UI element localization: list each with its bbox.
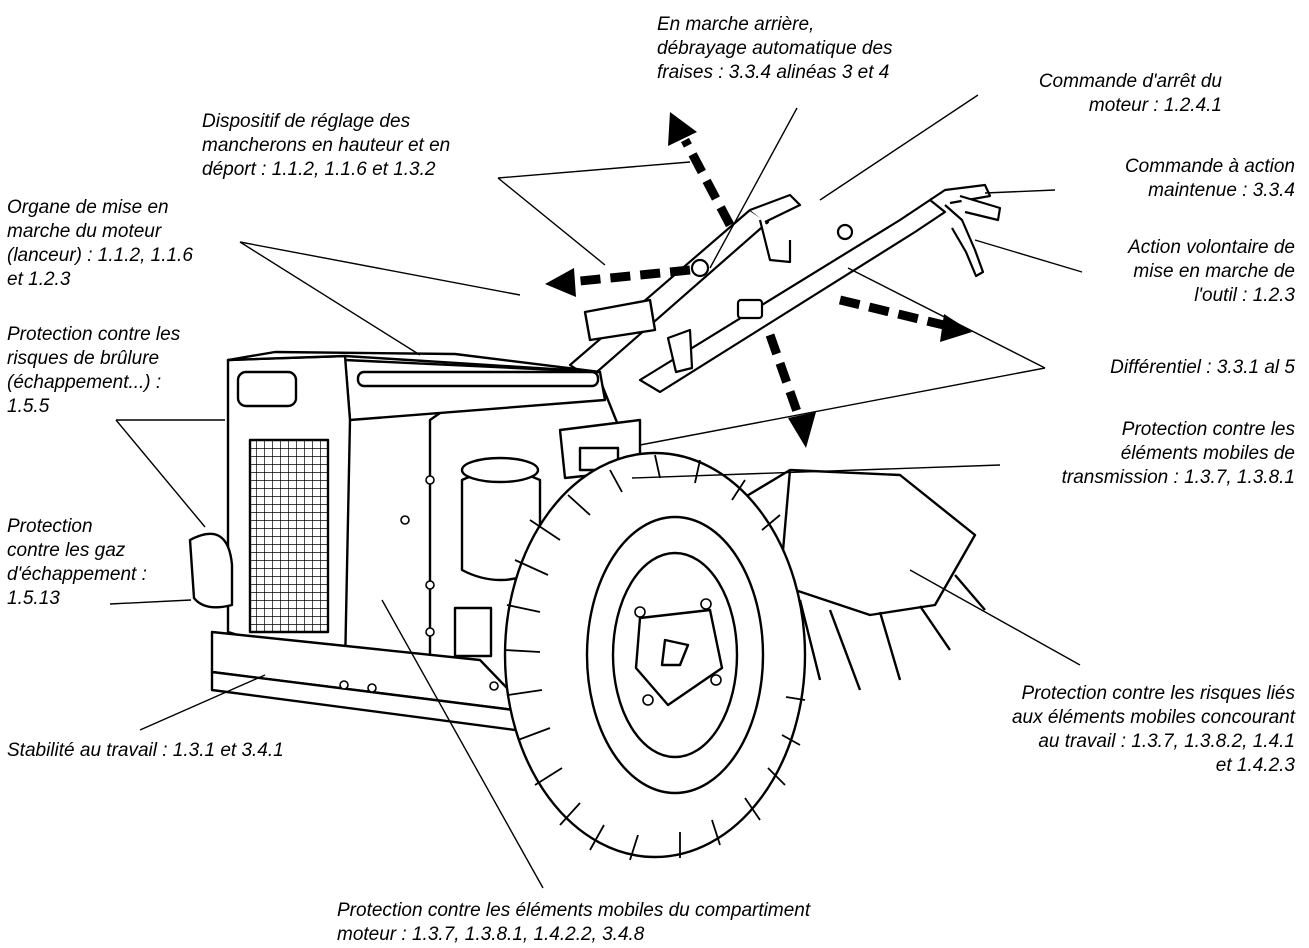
label-stability: Stabilité au travail : 1.3.1 et 3.4.1 bbox=[7, 740, 284, 761]
label-voluntary-action: Action volontaire de mise en marche de l… bbox=[1128, 237, 1295, 306]
label-working-parts: Protection contre les risques liés aux é… bbox=[1011, 683, 1295, 776]
label-engine-compartment: Protection contre les éléments mobiles d… bbox=[337, 900, 811, 945]
leader-lines bbox=[109, 94, 1083, 889]
label-differential: Différentiel : 3.3.1 al 5 bbox=[1110, 357, 1295, 378]
wheel bbox=[503, 451, 807, 861]
motion-arrows bbox=[569, 137, 950, 422]
label-starter: Organe de mise en marche du moteur (lanc… bbox=[7, 197, 193, 290]
arrow-heads bbox=[545, 112, 972, 448]
label-hold-to-run: Commande à action maintenue : 3.3.4 bbox=[1124, 156, 1295, 201]
handlebars bbox=[568, 183, 1002, 394]
label-stop-engine: Commande d'arrêt du moteur : 1.2.4.1 bbox=[1038, 71, 1222, 116]
label-exhaust-gas: Protection contre les gaz d'échappement … bbox=[7, 516, 147, 609]
label-burn-protection: Protection contre les risques de brûlure… bbox=[7, 324, 181, 417]
label-reverse-declutch: En marche arrière, débrayage automatique… bbox=[657, 14, 893, 83]
label-transmission: Protection contre les éléments mobiles d… bbox=[1061, 419, 1295, 488]
label-handle-adjust: Dispositif de réglage des mancherons en … bbox=[202, 111, 451, 180]
